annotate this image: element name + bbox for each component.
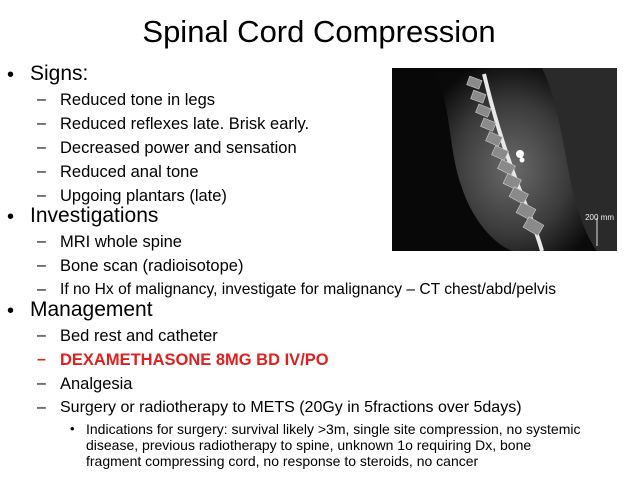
list-item: Reduced tone in legs xyxy=(60,91,216,109)
list-item: MRI whole spine xyxy=(60,233,182,251)
mri-spine-image: 200 mm xyxy=(392,68,617,251)
list-item: Reduced reflexes late. Brisk early. xyxy=(60,115,310,133)
dash: – xyxy=(37,327,46,344)
list-item: Bed rest and catheter xyxy=(60,327,218,345)
bullet: • xyxy=(7,300,15,322)
list-item: Analgesia xyxy=(60,375,133,393)
bullet: • xyxy=(7,64,15,86)
sub-item-line: disease, previous radiotherapy to spine,… xyxy=(86,437,532,453)
dash: – xyxy=(37,139,46,156)
dash: – xyxy=(37,351,46,368)
list-item: Surgery or radiotherapy to METS (20Gy in… xyxy=(60,399,522,416)
dash: – xyxy=(37,91,46,108)
heading-signs: Signs: xyxy=(30,62,89,85)
list-item: If no Hx of malignancy, investigate for … xyxy=(60,281,557,298)
bullet: • xyxy=(7,206,15,228)
dash: – xyxy=(37,257,46,274)
list-item: Bone scan (radioisotope) xyxy=(60,257,244,275)
mri-scale-label: 200 mm xyxy=(585,213,614,222)
list-item: Reduced anal tone xyxy=(60,163,199,181)
dash: – xyxy=(37,233,46,250)
dash: – xyxy=(37,163,46,180)
sub-bullet: • xyxy=(70,421,75,436)
dash: – xyxy=(37,187,46,204)
dash: – xyxy=(37,375,46,392)
heading-management: Management xyxy=(30,298,153,321)
list-item-highlight: DEXAMETHASONE 8MG BD IV/PO xyxy=(60,351,329,369)
dash: – xyxy=(37,399,46,416)
sub-item-line: fragment compressing cord, no response t… xyxy=(86,453,479,469)
dash: – xyxy=(37,115,46,132)
heading-investigations: Investigations xyxy=(30,204,159,227)
sub-item-line: Indications for surgery: survival likely… xyxy=(86,421,581,437)
list-item: Decreased power and sensation xyxy=(60,139,297,157)
list-item: Upgoing plantars (late) xyxy=(60,187,227,205)
mri-spine-graphic xyxy=(392,68,617,251)
dash: – xyxy=(37,281,46,298)
slide-title: Spinal Cord Compression xyxy=(142,14,496,49)
